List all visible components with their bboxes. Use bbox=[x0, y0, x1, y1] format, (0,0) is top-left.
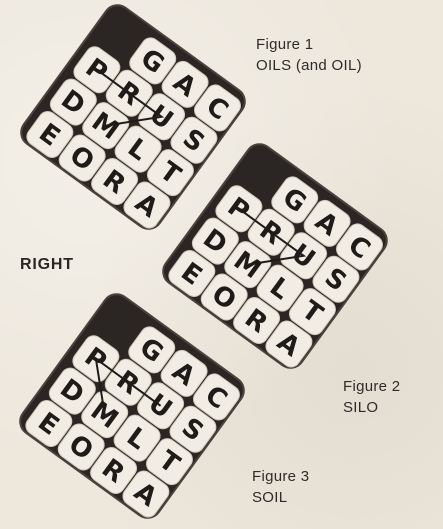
letter-cube-c: C bbox=[194, 84, 241, 132]
cube-face bbox=[25, 399, 73, 447]
figure-3-number: Figure 3 bbox=[252, 468, 310, 485]
letter-cube-a: A bbox=[303, 199, 351, 247]
letter-cube-s: S bbox=[170, 116, 218, 164]
cube-face bbox=[57, 423, 105, 471]
figure-1-word: OILS (and OIL) bbox=[256, 57, 362, 74]
cube-face bbox=[90, 447, 138, 494]
letter-cube-o: O bbox=[200, 273, 248, 321]
cube-face bbox=[194, 84, 241, 132]
cube-face bbox=[123, 181, 171, 229]
letter-cube-l: L bbox=[113, 414, 161, 462]
cube-face bbox=[271, 176, 319, 224]
letter-cube-u: U bbox=[137, 382, 185, 430]
cube-face bbox=[113, 414, 161, 462]
letter-cube-g: G bbox=[271, 176, 319, 224]
cube-face bbox=[288, 288, 336, 336]
cube-face bbox=[91, 158, 139, 205]
letter-cube-a: A bbox=[265, 320, 313, 368]
letter-cube-o: O bbox=[57, 423, 105, 471]
cube-face bbox=[265, 320, 313, 368]
cube-face bbox=[191, 217, 239, 265]
letter-cube-e: E bbox=[168, 249, 216, 297]
cube-face bbox=[312, 255, 360, 303]
letter-cube-a: A bbox=[160, 349, 208, 397]
cube-face bbox=[49, 78, 97, 126]
cube-face bbox=[160, 349, 208, 397]
cube-face bbox=[26, 110, 74, 158]
letter-cube-a: A bbox=[123, 181, 171, 229]
figure-1-number: Figure 1 bbox=[256, 36, 314, 53]
cube-face bbox=[129, 37, 177, 85]
letter-cube-r: R bbox=[233, 297, 281, 344]
letter-cube-d: D bbox=[191, 217, 239, 265]
word-path-line bbox=[94, 356, 162, 415]
letter-cube-a: A bbox=[161, 60, 209, 108]
letter-cube-o: O bbox=[58, 134, 106, 182]
cube-face bbox=[200, 273, 248, 321]
letter-cube-m: M bbox=[81, 391, 129, 439]
letter-cube-d: D bbox=[48, 367, 96, 415]
cube-face bbox=[169, 405, 217, 453]
figure-2-word: SILO bbox=[343, 399, 379, 416]
letter-cube-l: L bbox=[114, 125, 162, 173]
cube-face bbox=[303, 199, 351, 247]
letter-cube-e: E bbox=[25, 399, 73, 447]
letter-cube-d: D bbox=[49, 78, 97, 126]
cube-face bbox=[146, 149, 194, 197]
word-path-line bbox=[96, 68, 165, 127]
figure-2-caption: Figure 2 SILO bbox=[343, 376, 400, 418]
letter-cube-r: R bbox=[90, 447, 138, 494]
right-label: RIGHT bbox=[20, 256, 74, 273]
cube-face bbox=[122, 470, 170, 518]
cube-face bbox=[256, 264, 304, 312]
figure-3-caption: Figure 3 SOIL bbox=[252, 466, 309, 508]
letter-cube-s: S bbox=[312, 255, 360, 303]
letter-cube-c: C bbox=[336, 223, 383, 271]
letter-cube-r: R bbox=[91, 158, 139, 205]
figure-1-caption: Figure 1 OILS (and OIL) bbox=[256, 34, 362, 76]
cube-face bbox=[233, 297, 281, 344]
letter-cube-m: M bbox=[224, 241, 272, 289]
letter-cube-l: L bbox=[256, 264, 304, 312]
letter-cube-e: E bbox=[26, 110, 74, 158]
cube-face bbox=[161, 60, 209, 108]
letter-cube-t: T bbox=[146, 149, 194, 197]
letter-cube-g: G bbox=[129, 37, 177, 85]
cube-face bbox=[168, 249, 216, 297]
word-path-line bbox=[238, 207, 307, 266]
letter-cube-c: C bbox=[193, 373, 240, 421]
letter-cube-s: S bbox=[169, 405, 217, 453]
cube-face bbox=[336, 223, 383, 271]
cube-face bbox=[114, 125, 162, 173]
letter-cube-t: T bbox=[145, 438, 193, 486]
cube-face bbox=[224, 241, 272, 289]
letter-cube-g: G bbox=[128, 326, 176, 374]
figure-3-word: SOIL bbox=[252, 489, 288, 506]
cube-face bbox=[128, 326, 176, 374]
letter-cube-a: A bbox=[122, 470, 170, 518]
cube-face bbox=[170, 116, 218, 164]
cube-face bbox=[193, 373, 240, 421]
cube-face bbox=[58, 134, 106, 182]
cube-face bbox=[48, 367, 96, 415]
letter-cube-p: P bbox=[73, 46, 121, 94]
cube-face bbox=[81, 391, 129, 439]
letter-cube-t: T bbox=[288, 288, 336, 336]
figure-2-number: Figure 2 bbox=[343, 378, 401, 395]
cube-face bbox=[145, 438, 193, 486]
